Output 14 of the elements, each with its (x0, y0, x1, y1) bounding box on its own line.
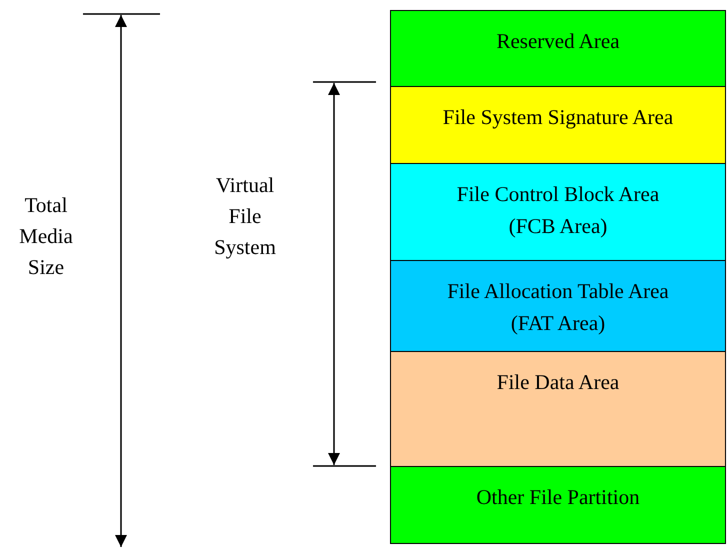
region-label: Other File Partition (476, 484, 640, 511)
memory-region-box (390, 351, 726, 467)
region-label: File Allocation Table Area (447, 278, 669, 305)
region-label: Reserved Area (496, 28, 620, 55)
region-label: (FCB Area) (508, 213, 608, 240)
memory-region-box (390, 466, 726, 544)
memory-region-box (390, 163, 726, 261)
region-label: File Control Block Area (456, 181, 660, 208)
region-label: File Data Area (496, 369, 620, 396)
memory-region-box (390, 260, 726, 352)
memory-region-box (390, 10, 726, 87)
region-label: File System Signature Area (442, 104, 674, 131)
region-label: (FAT Area) (510, 310, 606, 337)
memory-region-box (390, 86, 726, 164)
